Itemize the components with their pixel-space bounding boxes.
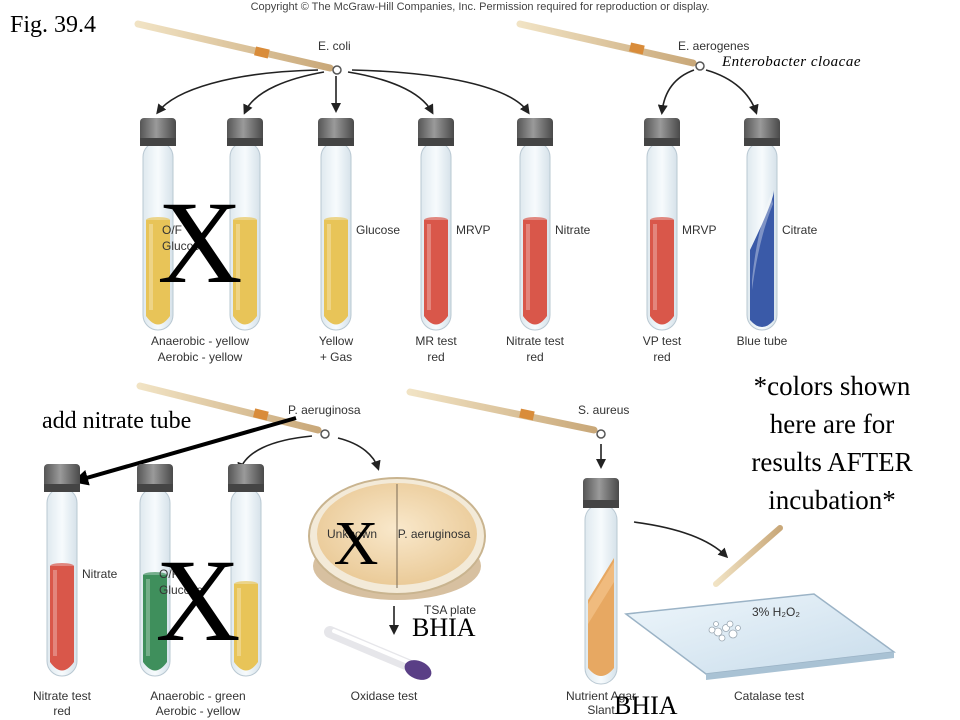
catalase-caption: Catalase test (734, 689, 805, 703)
bottom-tube-caption2-1: Aerobic - yellow (156, 704, 241, 718)
bottom-tube-label-1: O/F (159, 567, 179, 581)
top-tube-2 (318, 118, 354, 331)
catalase-slide (624, 593, 896, 680)
top-tube-caption1-4: Nitrate test (506, 334, 565, 348)
bubbles (708, 620, 741, 642)
bottom-tube-2 (228, 464, 264, 677)
tsa-plate-caption: TSA plate (424, 603, 476, 617)
top-tube-5 (644, 118, 680, 331)
top-tube-label-4: Nitrate (555, 223, 591, 237)
inoculating-loop-ecoli (134, 20, 342, 75)
add-nitrate-note: add nitrate tube (42, 408, 191, 434)
x-mark-top: X (157, 177, 242, 308)
oxidase-swab (324, 626, 432, 680)
bottom-tube-0 (44, 464, 80, 677)
top-tube-label-2: Glucose (356, 223, 400, 237)
plate-label-unknown: Unknown (327, 527, 377, 541)
top-tube-caption2-0: Aerobic - yellow (158, 350, 243, 364)
top-tube-caption1-6: Blue tube (737, 334, 788, 348)
top-tube-row (140, 118, 780, 331)
bottom-tube-1 (137, 464, 173, 677)
branch-arrows-eaerogenes (657, 69, 759, 115)
bottom-tube-caption1-1: Anaerobic - green (150, 689, 245, 703)
top-tube-caption2-5: red (653, 350, 670, 364)
inoculating-loop-saureus (406, 388, 606, 439)
bottom-tube-label-0: Nitrate (82, 567, 118, 581)
top-tube-caption1-0: Anaerobic - yellow (151, 334, 249, 348)
top-tube-3 (418, 118, 454, 331)
x-mark-plate: X (334, 510, 379, 578)
add-nitrate-arrow (72, 416, 297, 486)
top-tube-caption2-3: red (427, 350, 444, 364)
top-tube-caption2-4: red (526, 350, 543, 364)
copyright-notice: Copyright © The McGraw-Hill Companies, I… (251, 1, 710, 13)
organism-label-paeruginosa: P. aeruginosa (288, 403, 361, 417)
figure-label: Fig. 39.4 (10, 12, 96, 38)
top-tube-label-6: Citrate (782, 223, 818, 237)
note-line-4: incubation* (768, 485, 895, 515)
bottom-tube-caption2-0: red (53, 704, 70, 718)
catalase-reagent-label: 3% H₂O₂ (752, 605, 800, 619)
top-tube-label-5: MRVP (682, 223, 716, 237)
bottom-tube-caption1-0: Nitrate test (33, 689, 92, 703)
top-tube-0 (140, 118, 176, 331)
top-tube-caption1-5: VP test (643, 334, 682, 348)
note-line-2: here are for (770, 409, 894, 439)
top-tube-caption1-3: MR test (415, 334, 457, 348)
oxidase-caption: Oxidase test (351, 689, 418, 703)
note-line-1: *colors shown (754, 371, 911, 401)
top-tube-label-3: MRVP (456, 223, 490, 237)
top-tube-1 (227, 118, 263, 331)
organism-label-ecoli: E. coli (318, 39, 351, 53)
branch-arrows-ecoli (156, 69, 530, 115)
bhia-slant-label: BHIA (614, 691, 678, 720)
slant-caption-2: Slant (587, 703, 615, 717)
top-tube-caption1-2: Yellow (319, 334, 354, 348)
top-tube-6 (744, 118, 780, 331)
bhia-plate-label: BHIA (412, 613, 476, 642)
incubation-note: *colors shown here are for results AFTER… (751, 371, 912, 515)
tsa-plate: Unknown P. aeruginosa (308, 477, 486, 600)
catalase-applicator (713, 525, 783, 587)
bottom-tube-row (44, 464, 264, 677)
organism-note-enterobacter: Enterobacter cloacae (721, 54, 861, 70)
bottom-tube-label2-1: Glucose (159, 583, 203, 597)
x-mark-bottom: X (155, 535, 240, 666)
nutrient-agar-slant-tube (583, 478, 619, 685)
plate-label-paeruginosa: P. aeruginosa (398, 527, 471, 541)
inoculating-loop-paeruginosa (136, 382, 330, 439)
top-tube-4 (517, 118, 553, 331)
organism-label-eaerogenes: E. aerogenes (678, 39, 749, 53)
top-tube-label2-0: Glucose (162, 239, 206, 253)
arrow-slant-catalase (633, 521, 729, 559)
organism-label-saureus: S. aureus (578, 403, 629, 417)
top-tube-label-0: O/F (162, 223, 182, 237)
inoculating-loop-eaerogenes (516, 20, 705, 71)
top-tube-caption2-2: + Gas (320, 350, 352, 364)
slant-caption-1: Nutrient Agar (566, 689, 636, 703)
note-line-3: results AFTER (751, 447, 912, 477)
